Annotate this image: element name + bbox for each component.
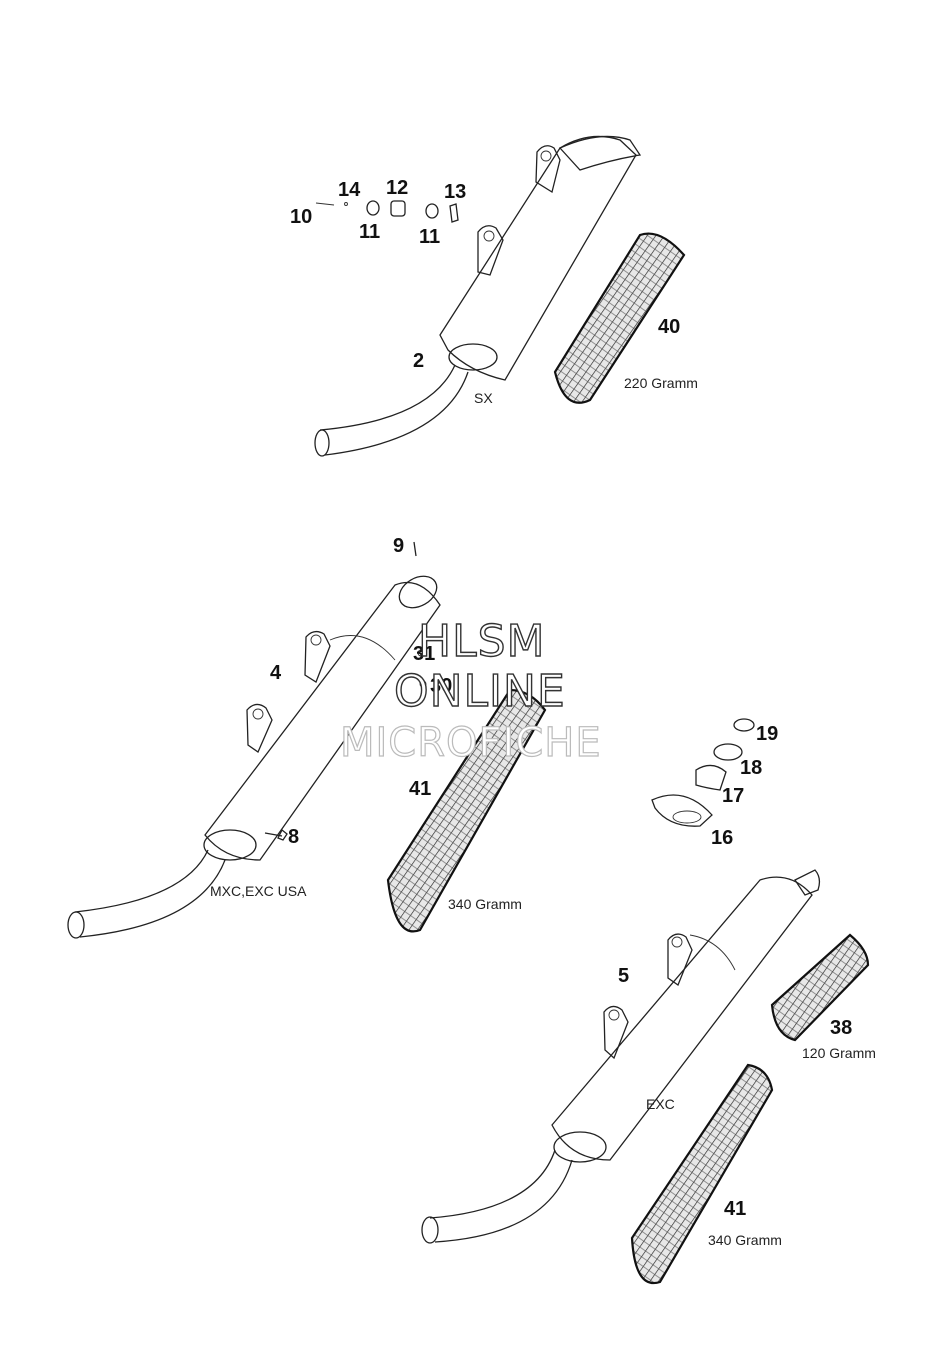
packing-40	[553, 232, 686, 404]
callout-41-bottom: 41	[724, 1198, 746, 1220]
callout-19: 19	[756, 723, 778, 745]
muffler-sx	[314, 135, 642, 457]
callout-8: 8	[288, 826, 299, 848]
hardware-right	[651, 718, 755, 827]
callout-16: 16	[711, 827, 733, 849]
packing-41-bottom	[630, 1063, 774, 1285]
watermark-line1: HLSM	[418, 616, 546, 667]
callout-41-mid: 41	[409, 778, 431, 800]
variant-mxc: MXC,EXC USA	[210, 883, 307, 899]
callout-9: 9	[393, 535, 404, 557]
callout-13: 13	[444, 181, 466, 203]
callout-38: 38	[830, 1017, 852, 1039]
callout-10: 10	[290, 206, 312, 228]
watermark-line3: MICROFICHE	[340, 720, 602, 766]
muffler-mxc	[67, 541, 441, 939]
callout-12: 12	[386, 177, 408, 199]
callout-11a: 11	[359, 221, 380, 243]
packing-38	[770, 933, 870, 1042]
callout-14: 14	[338, 179, 361, 201]
callout-40: 40	[658, 316, 680, 338]
hardware-top	[315, 200, 459, 223]
weight-120: 120 Gramm	[802, 1045, 876, 1061]
variant-exc: EXC	[646, 1096, 675, 1112]
packing-41-mid	[386, 688, 547, 933]
callout-5: 5	[618, 965, 629, 987]
weight-340-mid: 340 Gramm	[448, 896, 522, 912]
variant-sx: SX	[474, 390, 493, 406]
callout-11b: 11	[419, 226, 440, 248]
weight-340-bottom: 340 Gramm	[708, 1232, 782, 1248]
callout-18: 18	[740, 757, 762, 779]
callout-4: 4	[270, 662, 282, 684]
weight-220: 220 Gramm	[624, 375, 698, 391]
callout-31: 31	[413, 643, 435, 665]
watermark-line2: ONLINE	[394, 666, 566, 717]
muffler-exc	[421, 869, 821, 1244]
callout-30: 30	[430, 675, 452, 697]
callout-17: 17	[722, 785, 744, 807]
callout-2: 2	[413, 350, 424, 372]
